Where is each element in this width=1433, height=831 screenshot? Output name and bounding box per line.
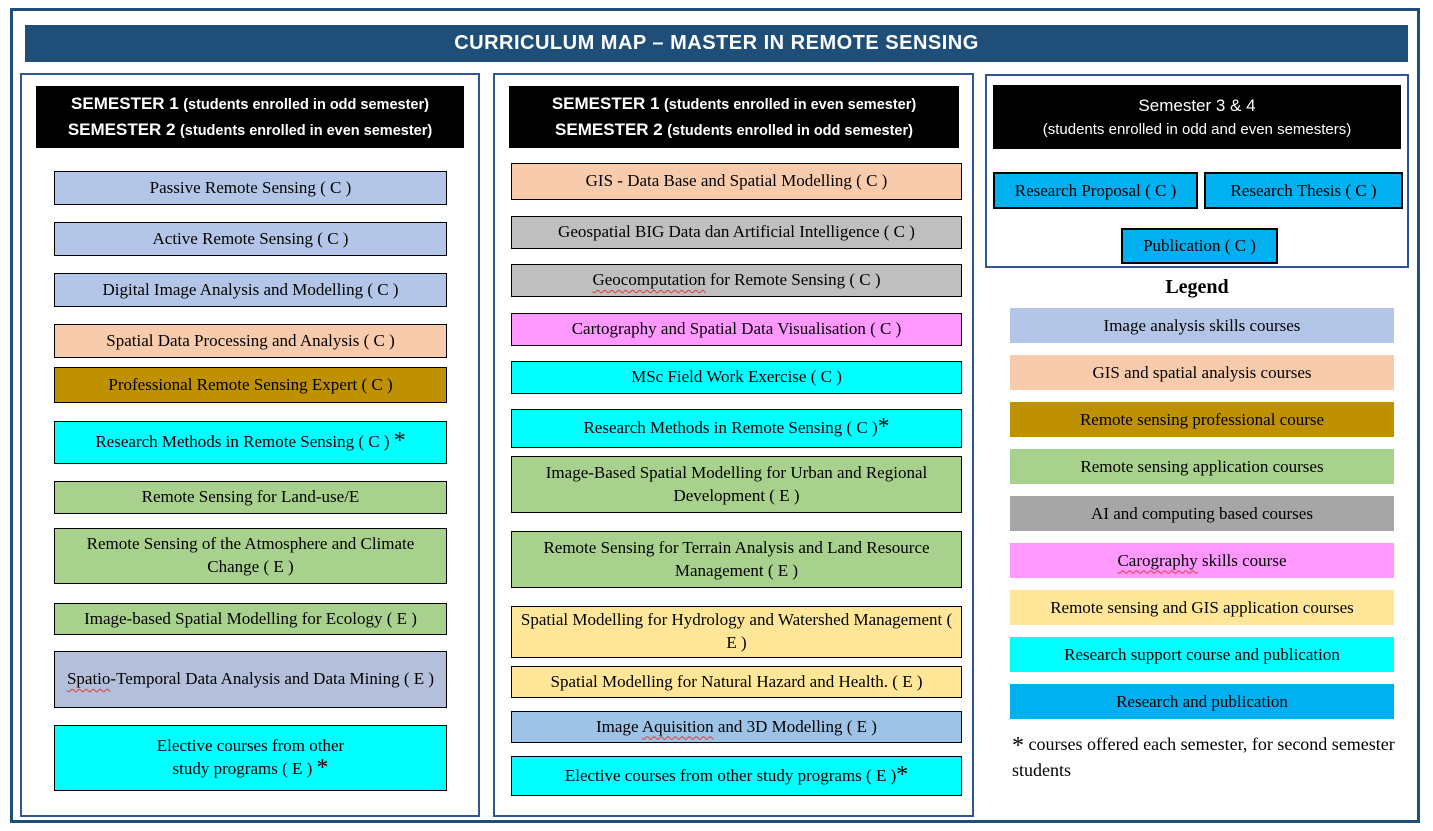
box-label: Publication ( C ) <box>1143 236 1256 255</box>
course-spatial-data-processing: Spatial Data Processing and Analysis ( C… <box>54 324 447 358</box>
header-semester-1-note: (students enrolled in odd semester) <box>183 97 429 113</box>
course-rs-land-use: Remote Sensing for Land-use/E <box>54 481 447 514</box>
header-semester-2: SEMESTER 2 <box>67 120 176 139</box>
course-label: Digital Image Analysis and Modelling ( C… <box>102 279 399 299</box>
legend-label: Image analysis skills courses <box>1103 315 1301 335</box>
semester-3-4-panel: Semester 3 & 4 (students enrolled in odd… <box>985 74 1409 268</box>
header-semester-3-4: Semester 3 & 4 <box>1138 96 1256 115</box>
header-line-1: SEMESTER 1 (students enrolled in even se… <box>509 91 959 117</box>
legend-image-analysis: Image analysis skills courses <box>1010 308 1394 343</box>
footnote: * courses offered each semester, for sec… <box>1012 731 1404 783</box>
course-passive-remote-sensing: Passive Remote Sensing ( C ) <box>54 171 447 205</box>
legend-research-publication: Research and publication <box>1010 684 1394 719</box>
box-label: Research Thesis ( C ) <box>1230 180 1377 200</box>
course-label: Research Methods in Remote Sensing ( C )… <box>583 414 890 441</box>
legend-label: Research and publication <box>1116 691 1288 711</box>
course-label: Elective courses from other <box>156 736 345 756</box>
semester-1-2-even-panel: SEMESTER 1 (students enrolled in even se… <box>493 73 974 817</box>
course-label: Spatial Data Processing and Analysis ( C… <box>106 330 395 350</box>
box-label: Research Proposal ( C ) <box>1014 180 1177 200</box>
course-digital-image-analysis: Digital Image Analysis and Modelling ( C… <box>54 273 447 307</box>
course-label: Professional Remote Sensing Expert ( C ) <box>108 374 393 394</box>
legend-label: Remote sensing and GIS application cours… <box>1050 597 1354 617</box>
legend-rs-application: Remote sensing application courses <box>1010 449 1394 484</box>
legend-gis-spatial: GIS and spatial analysis courses <box>1010 355 1394 390</box>
legend-heading: Legend <box>1165 276 1229 298</box>
course-label: Spatio-Temporal Data Analysis and Data M… <box>66 669 435 689</box>
semester-1-2-odd-header: SEMESTER 1 (students enrolled in odd sem… <box>36 86 464 148</box>
legend-label: Carography skills course <box>1117 550 1287 570</box>
course-label: Elective courses from other study progra… <box>564 761 909 788</box>
course-label-line2: study programs ( E ) * <box>172 755 329 781</box>
course-geocomputation: Geocomputation for Remote Sensing ( C ) <box>511 264 962 297</box>
legend-rs-gis-application: Remote sensing and GIS application cours… <box>1010 590 1394 625</box>
course-label: Remote Sensing of the Atmosphere and Cli… <box>86 534 415 576</box>
legend-ai-computing: AI and computing based courses <box>1010 496 1394 531</box>
header-semester-1: SEMESTER 1 <box>551 94 660 113</box>
course-elective-other-programs-even: Elective courses from other study progra… <box>511 756 962 796</box>
legend-label: Remote sensing professional course <box>1079 409 1325 429</box>
course-label: Research Methods in Remote Sensing ( C )… <box>95 428 406 455</box>
header-semester-2-note: (students enrolled in odd semester) <box>667 123 913 139</box>
course-spatial-modelling-ecology: Image-based Spatial Modelling for Ecolog… <box>54 603 447 635</box>
page-title: CURRICULUM MAP – MASTER IN REMOTE SENSIN… <box>25 25 1408 62</box>
course-gis-database-spatial-modelling: GIS - Data Base and Spatial Modelling ( … <box>511 163 962 200</box>
course-label: GIS - Data Base and Spatial Modelling ( … <box>585 171 888 191</box>
course-label: Passive Remote Sensing ( C ) <box>149 177 352 197</box>
course-label: Geospatial BIG Data dan Artificial Intel… <box>558 222 915 242</box>
course-natural-hazard-health: Spatial Modelling for Natural Hazard and… <box>511 666 962 698</box>
course-label: Remote Sensing for Terrain Analysis and … <box>543 537 930 580</box>
legend-rs-professional: Remote sensing professional course <box>1010 402 1394 437</box>
semester-1-2-even-header: SEMESTER 1 (students enrolled in even se… <box>509 86 959 148</box>
course-hydrology-watershed: Spatial Modelling for Hydrology and Wate… <box>511 606 962 658</box>
box-publication: Publication ( C ) <box>1121 228 1278 264</box>
legend-label: AI and computing based courses <box>1091 503 1313 523</box>
course-rs-atmosphere-climate: Remote Sensing of the Atmosphere and Cli… <box>54 528 447 584</box>
header-semester-2: SEMESTER 2 <box>555 120 663 139</box>
course-label: Spatial Modelling for Hydrology and Wate… <box>520 610 953 652</box>
header-semester-1: SEMESTER 1 <box>71 94 179 113</box>
header-line-2: SEMESTER 2 (students enrolled in even se… <box>36 117 464 143</box>
course-geospatial-big-data-ai: Geospatial BIG Data dan Artificial Intel… <box>511 216 962 249</box>
course-label: Cartography and Spatial Data Visualisati… <box>571 319 902 339</box>
semester-1-2-odd-panel: SEMESTER 1 (students enrolled in odd sem… <box>20 73 480 817</box>
course-active-remote-sensing: Active Remote Sensing ( C ) <box>54 222 447 256</box>
course-label: Active Remote Sensing ( C ) <box>152 228 349 248</box>
course-label: Image-Based Spatial Modelling for Urban … <box>545 462 928 505</box>
page-border <box>10 8 1420 823</box>
header-line-2: SEMESTER 2 (students enrolled in odd sem… <box>509 117 959 143</box>
course-professional-rs-expert: Professional Remote Sensing Expert ( C ) <box>54 367 447 403</box>
header-semester-3-4-note: (students enrolled in odd and even semes… <box>1042 120 1352 138</box>
course-cartography-visualisation: Cartography and Spatial Data Visualisati… <box>511 313 962 346</box>
course-research-methods-even: Research Methods in Remote Sensing ( C )… <box>511 409 962 448</box>
course-label: Image-based Spatial Modelling for Ecolog… <box>84 608 417 628</box>
course-terrain-land-resource: Remote Sensing for Terrain Analysis and … <box>511 531 962 588</box>
header-line-1: SEMESTER 1 (students enrolled in odd sem… <box>36 91 464 117</box>
asterisk-icon: * <box>1012 733 1024 759</box>
course-image-based-urban-regional: Image-Based Spatial Modelling for Urban … <box>511 456 962 513</box>
header-semester-2-note: (students enrolled in even semester) <box>179 123 433 139</box>
course-spatio-temporal-mining: Spatio-Temporal Data Analysis and Data M… <box>54 651 447 708</box>
course-label: Spatial Modelling for Natural Hazard and… <box>550 671 923 691</box>
course-label: MSc Field Work Exercise ( C ) <box>631 367 842 387</box>
course-label: Remote Sensing for Land-use/E <box>141 487 360 507</box>
course-label: Image Aquisition and 3D Modelling ( E ) <box>596 716 877 736</box>
course-research-methods-odd: Research Methods in Remote Sensing ( C )… <box>54 421 447 464</box>
legend-cartography: Carography skills course <box>1010 543 1394 578</box>
legend-research-support: Research support course and publication <box>1010 637 1394 672</box>
footnote-text: courses offered each semester, for secon… <box>1012 734 1395 781</box>
course-image-aquisition-3d: Image Aquisition and 3D Modelling ( E ) <box>511 711 962 743</box>
course-label: Geocomputation for Remote Sensing ( C ) <box>592 270 881 290</box>
semester-3-4-header: Semester 3 & 4 (students enrolled in odd… <box>993 85 1401 149</box>
header-semester-1-note: (students enrolled in even semester) <box>663 97 917 113</box>
course-msc-field-work: MSc Field Work Exercise ( C ) <box>511 361 962 394</box>
box-research-thesis: Research Thesis ( C ) <box>1204 172 1403 209</box>
legend-label: GIS and spatial analysis courses <box>1092 362 1312 382</box>
legend-label: Remote sensing application courses <box>1080 456 1324 476</box>
legend-label: Research support course and publication <box>1064 644 1340 664</box>
box-research-proposal: Research Proposal ( C ) <box>993 172 1198 209</box>
